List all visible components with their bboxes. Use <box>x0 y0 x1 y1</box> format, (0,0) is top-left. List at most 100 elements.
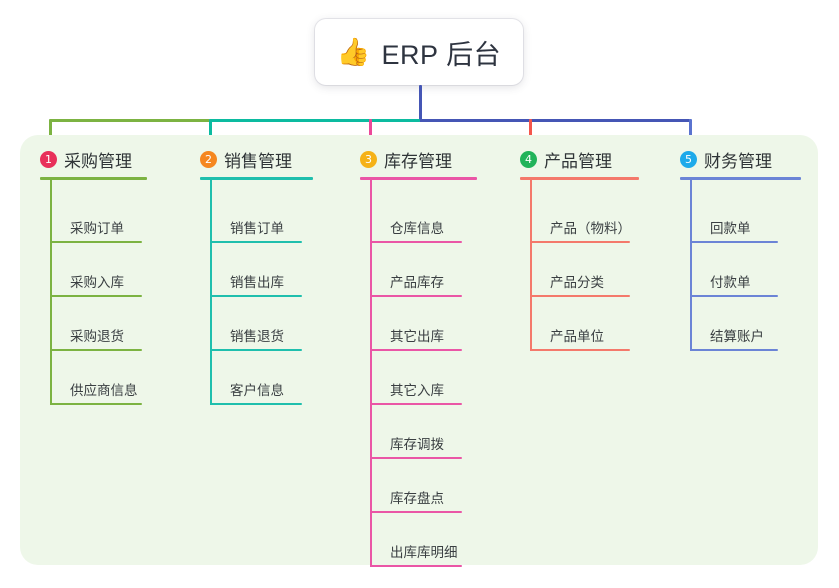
leaf-item-label: 产品（物料） <box>550 221 631 236</box>
leaf-item-underline <box>690 295 778 297</box>
leaf-item-underline <box>210 349 302 351</box>
category-title: 销售管理 <box>224 152 292 171</box>
drop-line-1 <box>48 119 52 141</box>
category-badge-icon: 5 <box>680 151 697 168</box>
leaf-item[interactable]: 付款单 <box>690 267 778 297</box>
leaf-item-label: 销售出库 <box>230 275 284 290</box>
leaf-item-underline <box>690 241 778 243</box>
bus-segment-1 <box>50 119 210 122</box>
leaf-item-underline <box>210 295 302 297</box>
leaf-item-label: 产品库存 <box>390 275 444 290</box>
root-node-card[interactable]: 👍 ERP 后台 <box>315 19 523 85</box>
category-header-2[interactable]: 2 销售管理 <box>200 147 292 172</box>
category-underline <box>200 177 313 180</box>
category-badge-icon: 4 <box>520 151 537 168</box>
leaf-item[interactable]: 其它入库 <box>370 375 462 405</box>
leaf-item-label: 回款单 <box>710 221 751 236</box>
leaf-item-label: 其它入库 <box>390 383 444 398</box>
leaf-item[interactable]: 销售订单 <box>210 213 302 243</box>
leaf-item-label: 库存调拨 <box>390 437 444 452</box>
category-spine-line <box>50 180 52 405</box>
leaf-item-label: 产品单位 <box>550 329 604 344</box>
leaf-item-underline <box>530 241 630 243</box>
bus-segment-2 <box>210 119 420 122</box>
leaf-item-label: 客户信息 <box>230 383 284 398</box>
leaf-item[interactable]: 产品（物料） <box>530 213 631 243</box>
leaf-item[interactable]: 回款单 <box>690 213 778 243</box>
leaf-item[interactable]: 其它出库 <box>370 321 462 351</box>
category-header-4[interactable]: 4 产品管理 <box>520 147 612 172</box>
category-badge-icon: 2 <box>200 151 217 168</box>
leaf-item-label: 采购订单 <box>70 221 124 236</box>
category-badge-icon: 3 <box>360 151 377 168</box>
leaf-item-underline <box>370 511 462 513</box>
leaf-item-underline <box>210 403 302 405</box>
category-badge-icon: 1 <box>40 151 57 168</box>
leaf-item-label: 出库库明细 <box>390 545 458 560</box>
leaf-item-underline <box>530 295 630 297</box>
leaf-item[interactable]: 产品库存 <box>370 267 462 297</box>
category-underline <box>40 177 147 180</box>
leaf-item-underline <box>210 241 302 243</box>
leaf-item[interactable]: 采购入库 <box>50 267 142 297</box>
leaf-item[interactable]: 产品单位 <box>530 321 630 351</box>
category-spine-line <box>370 180 372 567</box>
category-spine-line <box>690 180 692 351</box>
leaf-item-label: 仓库信息 <box>390 221 444 236</box>
category-column-3: 3 库存管理仓库信息产品库存其它出库其它入库库存调拨库存盘点出库库明细 <box>360 141 520 573</box>
leaf-item-label: 采购退货 <box>70 329 124 344</box>
category-underline <box>520 177 639 180</box>
leaf-item[interactable]: 库存盘点 <box>370 483 462 513</box>
leaf-item[interactable]: 产品分类 <box>530 267 630 297</box>
category-header-3[interactable]: 3 库存管理 <box>360 147 452 172</box>
leaf-item[interactable]: 采购订单 <box>50 213 142 243</box>
root-node-title: ERP 后台 <box>381 39 502 70</box>
leaf-item-label: 库存盘点 <box>390 491 444 506</box>
category-column-1: 1 采购管理采购订单采购入库采购退货供应商信息 <box>40 141 200 411</box>
leaf-item-underline <box>690 349 778 351</box>
category-header-1[interactable]: 1 采购管理 <box>40 147 132 172</box>
leaf-item-label: 销售退货 <box>230 329 284 344</box>
category-header-5[interactable]: 5 财务管理 <box>680 147 772 172</box>
drop-line-2 <box>208 119 212 141</box>
leaf-item-label: 供应商信息 <box>70 383 138 398</box>
category-spine-line <box>210 180 212 405</box>
leaf-item-underline <box>370 565 462 567</box>
category-spine-line <box>530 180 532 351</box>
category-column-4: 4 产品管理产品（物料） 产品分类产品单位 <box>520 141 680 357</box>
bus-segment-3 <box>420 119 690 122</box>
category-column-2: 2 销售管理销售订单销售出库销售退货客户信息 <box>200 141 360 411</box>
leaf-item[interactable]: 供应商信息 <box>50 375 142 405</box>
leaf-item[interactable]: 客户信息 <box>210 375 302 405</box>
category-title: 库存管理 <box>384 152 452 171</box>
leaf-item-underline <box>530 349 630 351</box>
leaf-item[interactable]: 出库库明细 <box>370 537 462 567</box>
drop-line-5 <box>688 119 692 141</box>
leaf-item-underline <box>370 403 462 405</box>
leaf-item[interactable]: 销售出库 <box>210 267 302 297</box>
leaf-item[interactable]: 结算账户 <box>690 321 778 351</box>
thumbs-up-emoji: 👍 <box>336 36 371 67</box>
leaf-item-label: 结算账户 <box>710 329 764 344</box>
category-title: 采购管理 <box>64 152 132 171</box>
leaf-item-underline <box>50 295 142 297</box>
leaf-item-label: 产品分类 <box>550 275 604 290</box>
leaf-item-label: 销售订单 <box>230 221 284 236</box>
category-title: 财务管理 <box>704 152 772 171</box>
root-stem-line <box>418 85 422 122</box>
leaf-item[interactable]: 库存调拨 <box>370 429 462 459</box>
leaf-item-underline <box>50 349 142 351</box>
category-underline <box>680 177 801 180</box>
leaf-item-underline <box>50 241 142 243</box>
leaf-item[interactable]: 仓库信息 <box>370 213 462 243</box>
category-title: 产品管理 <box>544 152 612 171</box>
leaf-item-underline <box>50 403 142 405</box>
leaf-item[interactable]: 采购退货 <box>50 321 142 351</box>
leaf-item[interactable]: 销售退货 <box>210 321 302 351</box>
leaf-item-underline <box>370 457 462 459</box>
category-underline <box>360 177 477 180</box>
leaf-item-underline <box>370 349 462 351</box>
leaf-item-underline <box>370 241 462 243</box>
drop-line-4 <box>528 119 532 141</box>
